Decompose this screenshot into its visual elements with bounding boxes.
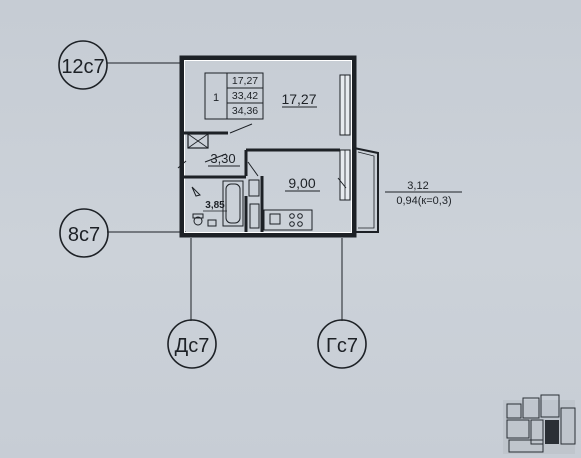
axis-label-12c7: 12с7	[61, 56, 104, 78]
bathtub	[222, 180, 244, 227]
sink	[207, 219, 217, 227]
area-table	[204, 72, 264, 120]
kitchen-fixtures	[248, 179, 313, 231]
axis-bubble-dc7: Дс7	[167, 319, 217, 369]
selected-unit-marker	[545, 420, 559, 444]
axis-label-gc7: Гс7	[326, 335, 358, 357]
total-with-balcony-value: 34,36	[232, 105, 258, 117]
room-area-hall: 3,30	[210, 151, 235, 166]
bathroom-fixtures	[191, 180, 244, 227]
balcony-reduced-area: 0,94(к=0,3)	[396, 195, 451, 207]
axis-bubble-12c7: 12с7	[58, 40, 108, 90]
partitions	[182, 131, 340, 232]
ventilation-shaft	[187, 133, 209, 149]
room-area-kitchen: 9,00	[288, 175, 315, 191]
key-plan-thumbnail	[503, 394, 576, 454]
axis-label-8c7: 8с7	[68, 224, 100, 246]
apartment-walls	[179, 55, 357, 238]
balcony-area: 3,12	[407, 180, 428, 192]
door-swings	[177, 123, 347, 189]
fridge	[248, 179, 260, 197]
room-area-living: 17,27	[281, 91, 316, 107]
room-area-bathroom: 3,85	[205, 200, 225, 211]
axis-label-dc7: Дс7	[175, 335, 210, 357]
room-count: 1	[213, 92, 219, 104]
axis-lines	[107, 62, 343, 321]
axis-bubble-8c7: 8с7	[59, 208, 109, 258]
total-area-value: 33,42	[232, 90, 258, 102]
axis-bubble-gc7: Гс7	[317, 319, 367, 369]
living-area-value: 17,27	[232, 75, 258, 87]
kitchen-counter	[263, 209, 313, 231]
toilet	[193, 216, 203, 226]
balcony	[353, 147, 379, 233]
